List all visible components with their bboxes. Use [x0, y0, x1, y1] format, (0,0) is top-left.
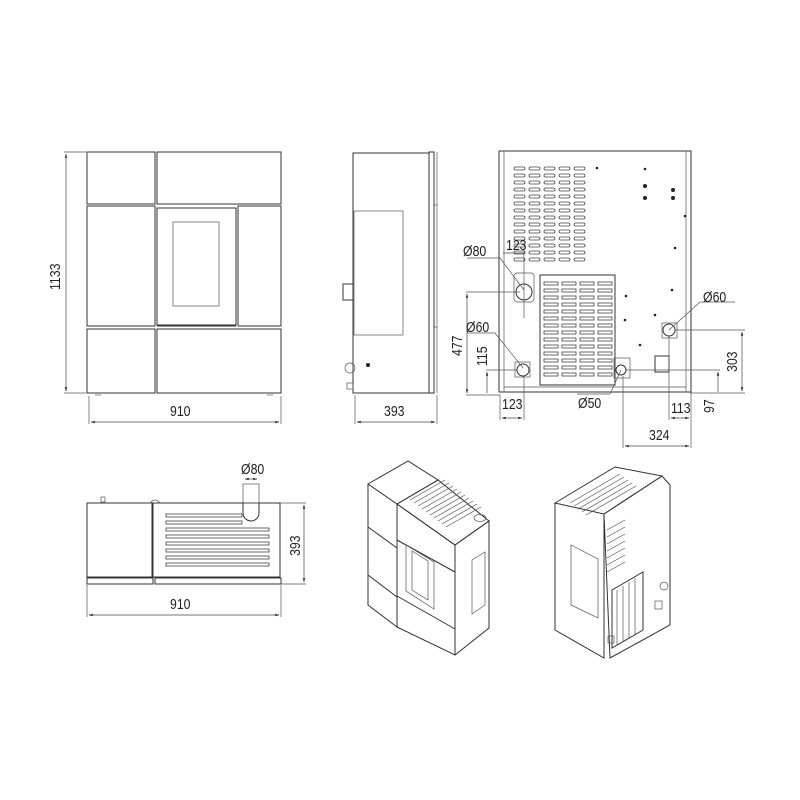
rear-right-inlet-height-label: 303 [724, 351, 741, 372]
front-width-label: 910 [170, 403, 191, 420]
air-inlet-left-d60 [516, 363, 530, 377]
rear-drain-offset-label: 324 [649, 427, 670, 444]
isometric-front-view [367, 460, 490, 656]
side-depth-label: 393 [384, 403, 405, 420]
front-view [64, 151, 282, 424]
rear-left-inlet-offset-label: 123 [502, 396, 523, 413]
rear-flue-height-label: 477 [449, 335, 466, 356]
top-width-label: 910 [170, 596, 191, 613]
rear-left-inlet-height-label: 115 [474, 346, 491, 366]
rear-flue-diameter-label: Ø80 [463, 243, 487, 260]
vent-slots-upper [513, 166, 586, 262]
rear-view [465, 150, 745, 448]
top-depth-label: 393 [287, 535, 304, 556]
rear-dots [595, 166, 687, 347]
rear-right-inlet-offset-label: 113 [671, 400, 691, 417]
isometric-rear-view [553, 466, 671, 659]
top-view [86, 477, 306, 617]
front-height-label: 1133 [47, 263, 64, 290]
rear-left-inlet-diameter-label: Ø60 [466, 319, 490, 336]
vent-grille [539, 274, 616, 386]
rear-drain-height-label: 97 [701, 399, 718, 413]
rear-flue-offset-label: 123 [506, 237, 527, 254]
side-view [342, 151, 438, 424]
rear-right-inlet-diameter-label: Ø60 [703, 289, 727, 306]
top-flue-diameter-label: Ø80 [241, 461, 265, 478]
rear-drain-diameter-label: Ø50 [578, 395, 602, 412]
